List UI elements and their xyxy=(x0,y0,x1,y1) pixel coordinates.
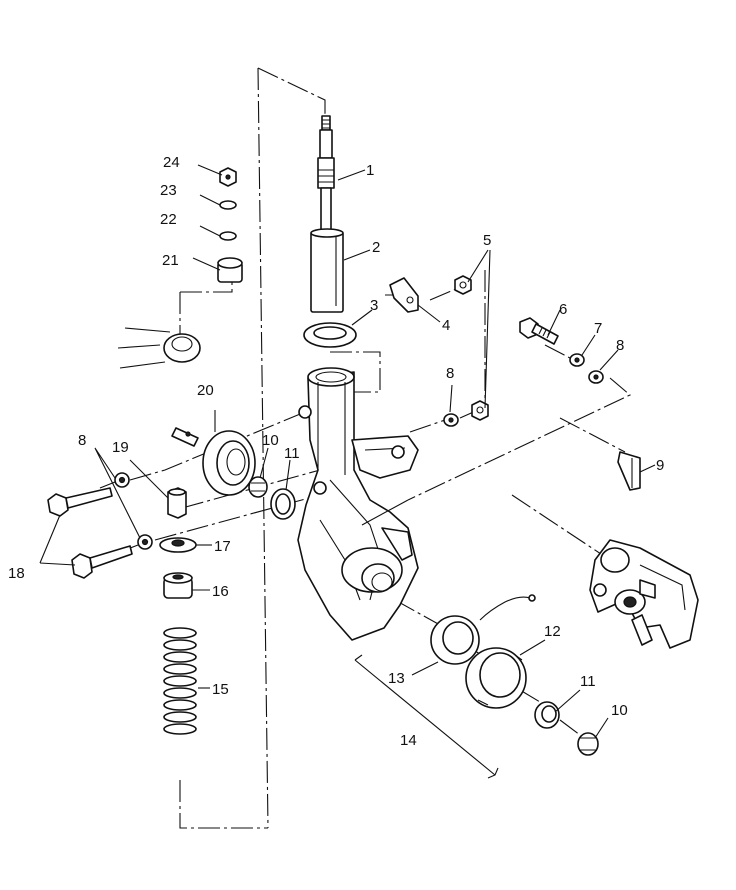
bolt-18-upper xyxy=(47,487,113,517)
callout-21: 21 xyxy=(162,252,179,269)
nuts xyxy=(454,275,489,421)
callout-8-middle: 8 xyxy=(446,365,454,382)
bracket xyxy=(389,277,419,313)
callout-19: 19 xyxy=(112,439,129,456)
callout-11-lower: 11 xyxy=(580,673,596,690)
callout-11-upper: 11 xyxy=(284,445,300,462)
callout-22: 22 xyxy=(160,211,177,228)
hub-nut-upper xyxy=(248,476,268,498)
callout-24: 24 xyxy=(163,154,180,171)
spring-seat-17 xyxy=(159,537,197,553)
hub-bearing xyxy=(202,430,256,496)
bolt-upper-right xyxy=(519,317,559,345)
brake-caliper xyxy=(589,539,699,649)
leader-lines xyxy=(39,164,656,739)
hub-nut-10-lower xyxy=(577,732,599,756)
control-arm-partial xyxy=(117,327,201,369)
bearing-12 xyxy=(465,647,527,709)
stud-pin xyxy=(171,427,199,447)
upper-fastener-stack xyxy=(217,167,243,283)
callout-12: 12 xyxy=(544,623,561,640)
callout-1: 1 xyxy=(366,162,374,179)
callout-5: 5 xyxy=(483,232,491,249)
callout-6: 6 xyxy=(559,301,567,318)
bushing-16 xyxy=(163,572,193,599)
sensor-wire xyxy=(479,594,536,621)
bolt-18-lower xyxy=(71,545,133,579)
callout-10-lower: 10 xyxy=(611,702,628,719)
washers-right xyxy=(443,353,604,427)
brake-pad xyxy=(617,451,641,491)
callout-4: 4 xyxy=(442,317,450,334)
dust-boot xyxy=(310,228,344,313)
callout-9: 9 xyxy=(656,457,664,474)
bearing-ring xyxy=(303,322,357,348)
callout-15: 15 xyxy=(212,681,229,698)
callout-7: 7 xyxy=(594,320,602,337)
callout-8-left: 8 xyxy=(78,432,86,449)
callout-labels: 1 2 3 4 5 6 7 8 8 8 9 10 10 11 11 12 13 … xyxy=(8,154,664,749)
callout-23: 23 xyxy=(160,182,177,199)
strut-rod xyxy=(317,115,335,234)
callout-3: 3 xyxy=(370,297,378,314)
callout-8-right: 8 xyxy=(616,337,624,354)
steering-knuckle xyxy=(297,367,419,641)
coil-spring xyxy=(163,627,197,735)
callout-18: 18 xyxy=(8,565,25,582)
callout-14: 14 xyxy=(400,732,417,749)
group-bracket-14 xyxy=(354,654,499,779)
seal-13 xyxy=(430,615,480,665)
callout-17: 17 xyxy=(214,538,231,555)
callout-13: 13 xyxy=(388,670,405,687)
washers-left xyxy=(114,472,153,550)
callout-16: 16 xyxy=(212,583,229,600)
callout-20: 20 xyxy=(197,382,214,399)
center-nut-19 xyxy=(167,487,187,519)
callout-2: 2 xyxy=(372,239,380,256)
callout-10-upper: 10 xyxy=(262,432,279,449)
seal-upper xyxy=(270,488,296,520)
seal-11-lower xyxy=(534,701,560,729)
